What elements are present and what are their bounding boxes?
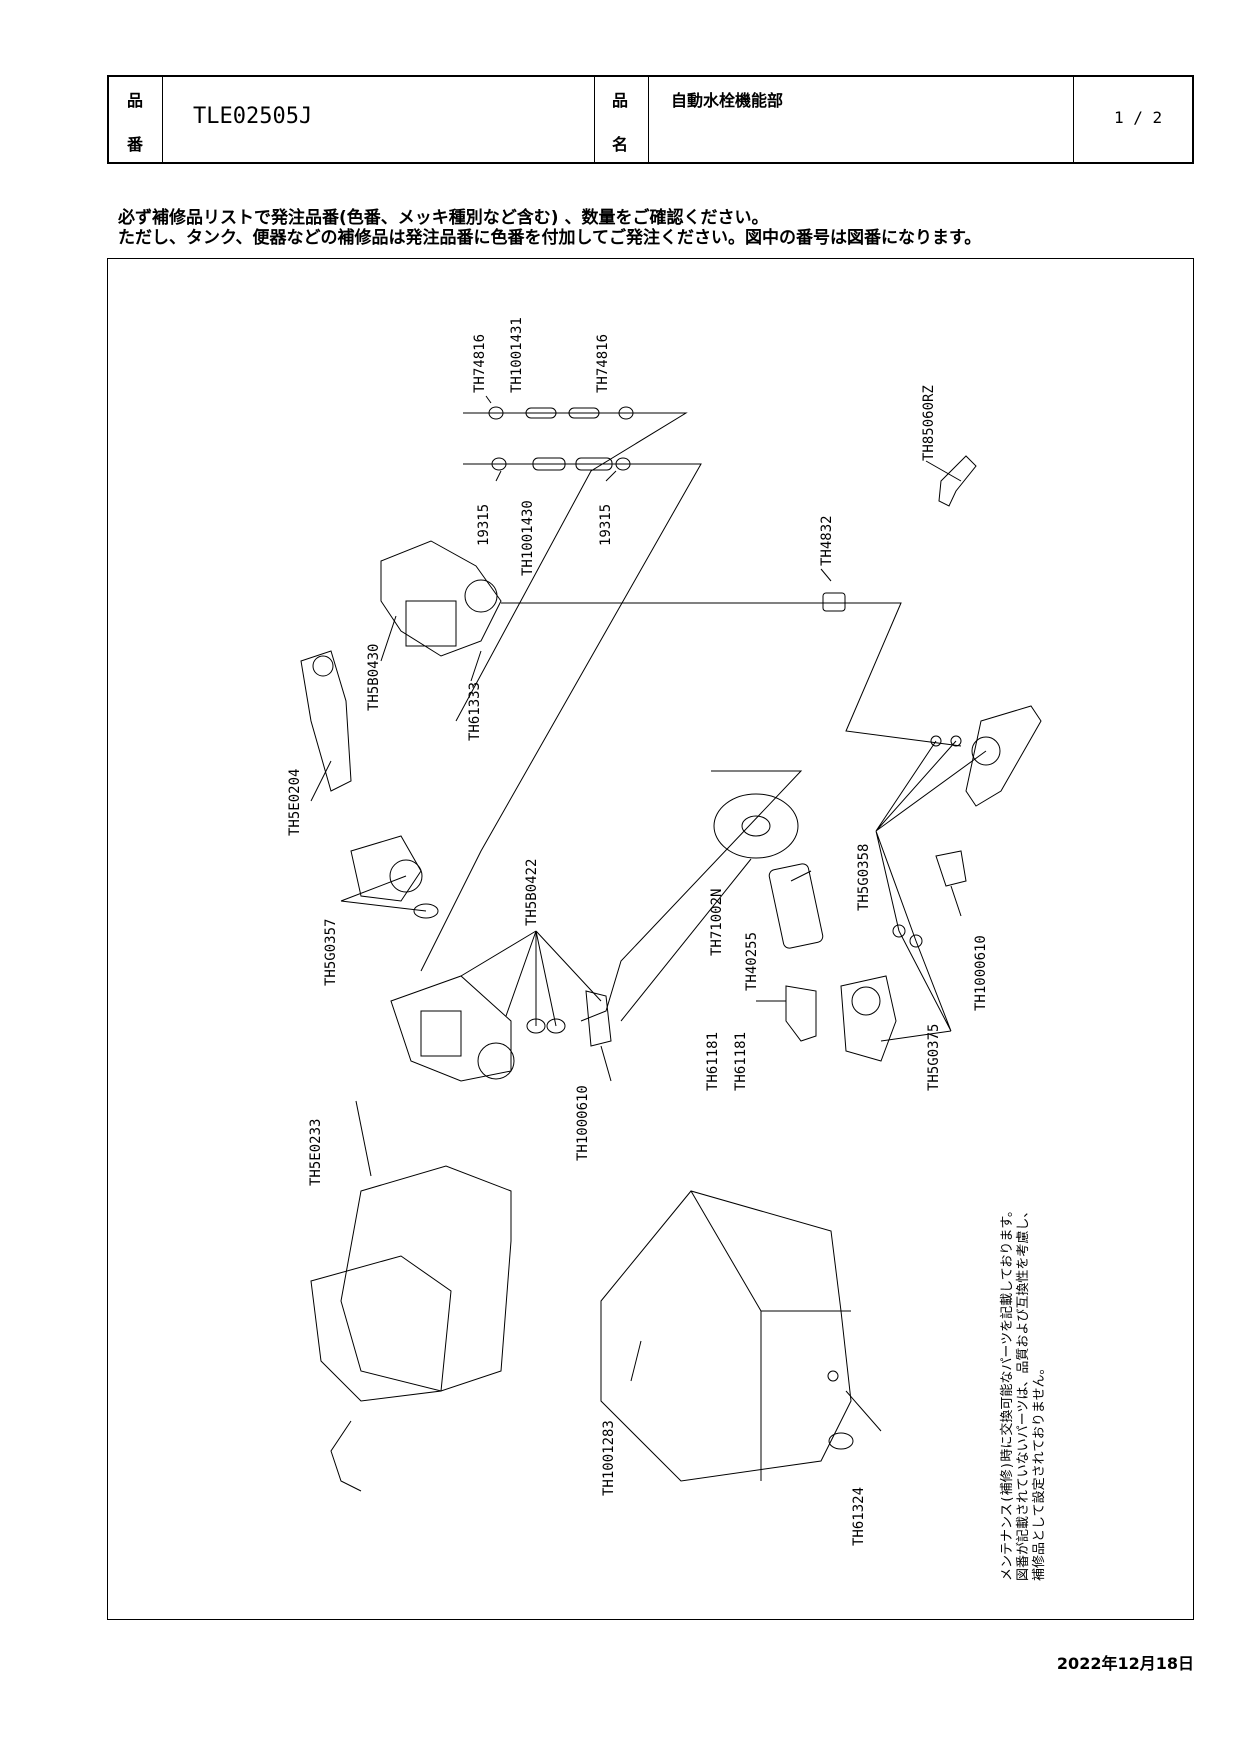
- order-notes: 必ず補修品リストで発注品番(色番、メッキ種別など含む) 、数量をご確認ください。…: [118, 208, 981, 248]
- part-label: TH61324: [851, 1487, 867, 1546]
- title-block: 品 番 TLE02505J 品 名 自動水栓機能部 1 / 2: [107, 75, 1194, 164]
- page-indicator: 1 / 2: [1114, 108, 1163, 127]
- part-no-label-cell: 品 番: [109, 77, 163, 162]
- name-label-cell: 品 名: [595, 77, 649, 162]
- part-label: TH85060RZ: [921, 385, 937, 461]
- exploded-diagram: TH74816 TH1001431 TH74816 TH85060RZ 1931…: [287, 317, 1047, 1581]
- maintenance-note-line-2: 図番が記載されていないパーツは、品質および互換性を考慮し、: [1015, 1205, 1031, 1581]
- part-no-label-bottom: 番: [127, 135, 144, 154]
- part-label: TH74816: [472, 334, 488, 393]
- exploded-diagram-frame: TH74816 TH1001431 TH74816 TH85060RZ 1931…: [107, 258, 1194, 1620]
- part-label: TH5B0422: [524, 859, 540, 926]
- issue-date: 2022年12月18日: [1056, 1654, 1194, 1673]
- part-no-cell: TLE02505J: [163, 77, 595, 162]
- part-label: TH61181: [733, 1032, 749, 1091]
- maintenance-note-line-3: 補修品として設定されておりません。: [1031, 1362, 1047, 1581]
- maintenance-note-line-1: メンテナンス(補修)時に交換可能なパーツを記載しております。: [999, 1204, 1015, 1581]
- part-label: TH71002N: [709, 889, 725, 956]
- part-label: TH1000610: [973, 935, 989, 1011]
- part-label: 19315: [598, 504, 614, 546]
- part-label: TH5E0233: [308, 1119, 324, 1186]
- part-label: TH5B0430: [366, 644, 382, 711]
- part-label: TH61333: [467, 682, 483, 741]
- part-label: TH40255: [744, 932, 760, 991]
- product-name: 自動水栓機能部: [671, 91, 784, 110]
- part-label: TH4832: [819, 515, 835, 566]
- order-note-line-1: 必ず補修品リストで発注品番(色番、メッキ種別など含む) 、数量をご確認ください。: [118, 208, 769, 228]
- part-label: TH74816: [595, 334, 611, 393]
- order-note-line-2: ただし、タンク、便器などの補修品は発注品番に色番を付加してご発注ください。図中の…: [118, 228, 982, 248]
- part-label: TH5G0375: [926, 1024, 942, 1091]
- part-label: TH5G0358: [856, 844, 872, 911]
- name-cell: 自動水栓機能部: [649, 77, 1074, 162]
- part-label: TH61181: [705, 1032, 721, 1091]
- part-label: TH1001430: [520, 500, 536, 576]
- part-label: TH1001431: [509, 317, 525, 393]
- part-number: TLE02505J: [193, 104, 313, 129]
- part-label: 19315: [476, 504, 492, 546]
- page-cell: 1 / 2: [1074, 77, 1194, 162]
- part-no-label-top: 品: [127, 91, 144, 110]
- part-label: TH5E0204: [287, 769, 303, 836]
- part-label: TH1000610: [575, 1085, 591, 1161]
- name-label-top: 品: [612, 91, 629, 110]
- name-label-bottom: 名: [612, 135, 629, 154]
- part-label: TH1001283: [601, 1420, 617, 1496]
- part-label: TH5G0357: [323, 919, 339, 986]
